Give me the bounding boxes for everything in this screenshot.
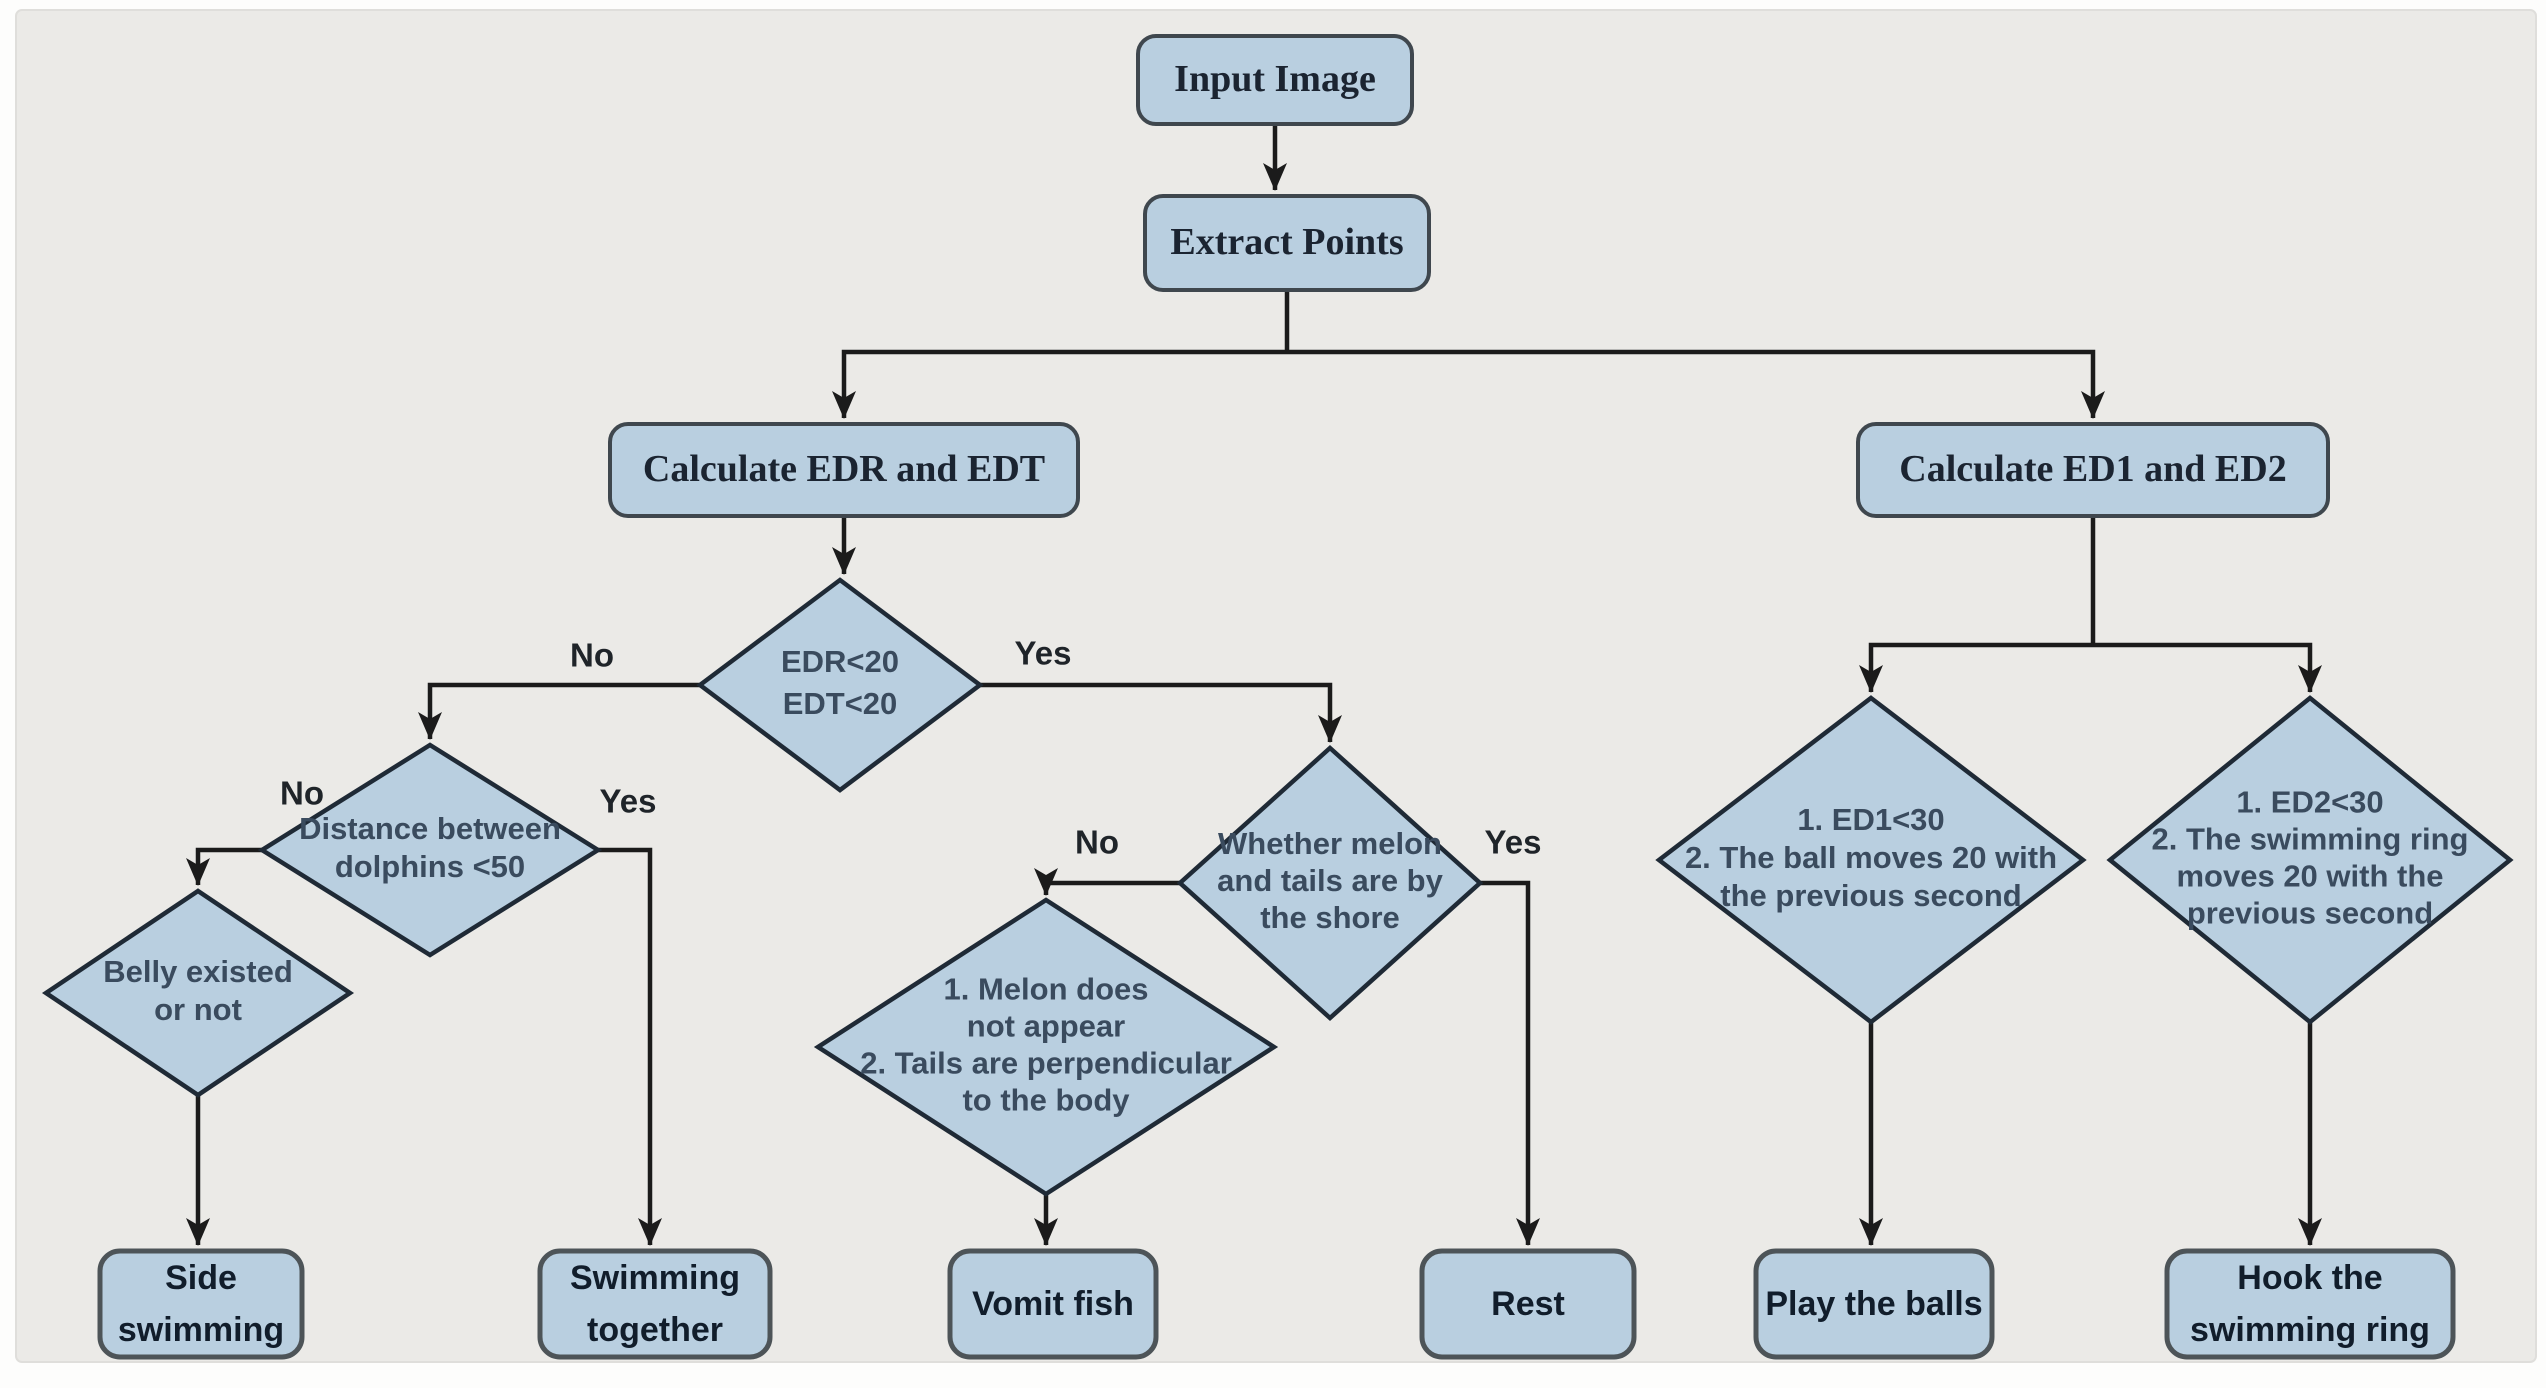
process-calculate-edr-edt-line: Calculate EDR and EDT bbox=[643, 448, 1045, 490]
process-calculate-edr-edt bbox=[608, 422, 1080, 518]
decision-melon-tails-by-shore-line: the shore bbox=[1260, 900, 1400, 935]
terminal-swimming-together-label: Swimming together bbox=[570, 1259, 740, 1349]
decision-ed2-lt-30-ring-moves-line: 2. The swimming ring bbox=[2152, 822, 2469, 857]
terminal-rest bbox=[1419, 1248, 1637, 1360]
process-extract-points bbox=[1143, 194, 1431, 292]
terminal-play-the-balls-label: Play the balls bbox=[1765, 1285, 1982, 1323]
edge-label-edr-no: No bbox=[570, 637, 614, 674]
edge-label-edr-yes: Yes bbox=[1015, 635, 1072, 672]
decision-ed1-lt-30-ball-moves bbox=[1655, 695, 2087, 1025]
decision-ed2-lt-30-ring-moves-line: moves 20 with the bbox=[2176, 859, 2443, 894]
process-calculate-edr-edt-label: Calculate EDR and EDT bbox=[643, 448, 1045, 490]
edge-label-melon-shore-yes: Yes bbox=[1485, 824, 1542, 861]
terminal-swimming-together bbox=[537, 1248, 773, 1360]
decision-ed1-lt-30-ball-moves-line: the previous second bbox=[1720, 878, 2021, 913]
process-input-image-label: Input Image bbox=[1174, 58, 1376, 100]
process-calculate-ed1-ed2-line: Calculate ED1 and ED2 bbox=[1899, 448, 2286, 490]
terminal-swimming-together-line: Swimming bbox=[570, 1259, 740, 1297]
decision-distance-dolphins-lt-50-line: Distance between bbox=[299, 811, 561, 846]
terminal-hook-swimming-ring-line: swimming ring bbox=[2190, 1311, 2430, 1349]
decision-melon-tails-by-shore-line: Whether melon bbox=[1218, 826, 1442, 861]
terminal-rest-label: Rest bbox=[1491, 1285, 1565, 1323]
decision-melon-tails-perpendicular-line: not appear bbox=[967, 1009, 1125, 1044]
decision-melon-tails-by-shore-line: and tails are by bbox=[1217, 863, 1443, 898]
process-calculate-ed1-ed2-label: Calculate ED1 and ED2 bbox=[1899, 448, 2286, 490]
edge-edr-no bbox=[418, 682, 700, 740]
terminal-vomit-fish-label: Vomit fish bbox=[972, 1285, 1134, 1323]
terminal-side-swimming bbox=[97, 1248, 305, 1360]
edge-distance-no bbox=[186, 847, 262, 886]
decision-distance-dolphins-lt-50 bbox=[257, 742, 603, 958]
decision-melon-tails-perpendicular-line: 2. Tails are perpendicular bbox=[860, 1046, 1232, 1081]
decision-ed2-lt-30-ring-moves-line: previous second bbox=[2187, 896, 2433, 931]
decision-ed2-lt-30-ring-moves bbox=[2106, 695, 2514, 1025]
decision-edr-edt-lt-20 bbox=[696, 577, 984, 793]
terminal-swimming-together-line: together bbox=[587, 1311, 723, 1349]
terminal-vomit-fish bbox=[947, 1248, 1159, 1360]
edge-edr-yes bbox=[980, 682, 1342, 743]
decision-ed2-lt-30-ring-moves-line: 1. ED2<30 bbox=[2236, 785, 2383, 820]
decision-melon-tails-perpendicular-line: to the body bbox=[962, 1083, 1130, 1118]
process-calculate-ed1-ed2 bbox=[1856, 422, 2330, 518]
terminal-side-swimming-label: Side swimming bbox=[118, 1259, 284, 1349]
decision-edr-edt-lt-20-line: EDT<20 bbox=[783, 686, 898, 721]
decision-melon-tails-perpendicular-line: 1. Melon does bbox=[944, 972, 1149, 1007]
decision-ed1-lt-30-ball-moves-line: 2. The ball moves 20 with bbox=[1685, 840, 2057, 875]
process-extract-points-line: Extract Points bbox=[1170, 221, 1403, 263]
decision-melon-tails-perpendicular bbox=[813, 897, 1279, 1197]
edge-split-to-calc-edr bbox=[832, 349, 1287, 419]
edge-ed-split-to-ed1 bbox=[1859, 642, 2093, 693]
terminal-hook-swimming-ring-label: Hook the swimming ring bbox=[2190, 1259, 2430, 1349]
edge-label-distance-yes: Yes bbox=[600, 783, 657, 820]
decision-belly-existed-or-not bbox=[41, 888, 355, 1098]
decision-belly-existed-or-not-line: or not bbox=[154, 992, 242, 1027]
edge-label-melon-shore-no: No bbox=[1075, 824, 1119, 861]
edge-melon-shore-no bbox=[1034, 868, 1180, 896]
terminal-rest-line: Rest bbox=[1491, 1285, 1565, 1323]
decision-ed1-lt-30-ball-moves-line: 1. ED1<30 bbox=[1797, 802, 1944, 837]
decision-edr-edt-lt-20-line: EDR<20 bbox=[781, 644, 899, 679]
edge-ed-split-to-ed2 bbox=[2093, 642, 2322, 693]
decision-belly-existed-or-not-line: Belly existed bbox=[103, 954, 293, 989]
terminal-play-the-balls bbox=[1753, 1248, 1995, 1360]
terminal-side-swimming-line: Side bbox=[165, 1259, 237, 1297]
terminal-hook-swimming-ring bbox=[2164, 1248, 2456, 1360]
edge-melon-shore-yes bbox=[1480, 880, 1540, 1246]
process-extract-points-label: Extract Points bbox=[1170, 221, 1403, 263]
edge-distance-yes bbox=[598, 847, 662, 1246]
edge-label-distance-no: No bbox=[280, 775, 324, 812]
terminal-side-swimming-line: swimming bbox=[118, 1311, 284, 1349]
terminal-hook-swimming-ring-line: Hook the bbox=[2237, 1259, 2382, 1297]
process-input-image bbox=[1136, 34, 1414, 126]
terminal-vomit-fish-line: Vomit fish bbox=[972, 1285, 1134, 1323]
decision-melon-tails-by-shore bbox=[1176, 744, 1484, 1022]
decision-distance-dolphins-lt-50-line: dolphins <50 bbox=[335, 849, 525, 884]
edge-split-to-calc-ed bbox=[1287, 349, 2105, 419]
terminal-play-the-balls-line: Play the balls bbox=[1765, 1285, 1982, 1323]
process-input-image-line: Input Image bbox=[1174, 58, 1376, 100]
